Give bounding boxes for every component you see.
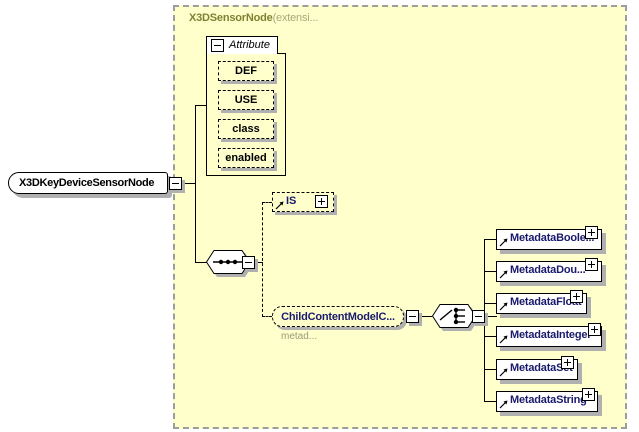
- connector-trunk-to-sequence: [195, 262, 207, 263]
- sequence-compositor-icon: [206, 250, 250, 274]
- connector-fan-stub-6: [484, 401, 496, 402]
- metadata-node-label: MetadataSet: [510, 362, 573, 374]
- attribute-item-body: USE: [218, 90, 274, 110]
- metadata-node-body: [496, 391, 598, 412]
- metadata-expander-plus-icon[interactable]: [570, 290, 583, 303]
- metadata-expander-plus-icon[interactable]: [561, 356, 574, 369]
- attribute-group-tab: [206, 36, 278, 54]
- connector-branch-to-ccm: [262, 316, 272, 317]
- child-content-model-node[interactable]: ChildContentModelC...: [272, 306, 407, 330]
- connector-fan-stub-4: [484, 336, 496, 337]
- metadata-node-label: MetadataString: [510, 394, 587, 406]
- extension-suffix: (extensi...: [272, 12, 319, 24]
- ccm-expander-minus-icon[interactable]: [406, 310, 419, 323]
- connector-branch-to-is: [262, 202, 272, 203]
- metadata-node-label: MetadataDou...: [510, 264, 586, 276]
- reference-arrow-icon: [499, 270, 508, 279]
- metadata-node-body: [496, 359, 578, 380]
- ccm-node-body: ChildContentModelC...: [272, 306, 404, 327]
- metadata-node-float[interactable]: MetadataFloat: [496, 290, 591, 318]
- attribute-group-expander-minus-icon[interactable]: [211, 39, 224, 52]
- attribute-item-def[interactable]: DEF: [218, 61, 277, 84]
- metadata-expander-plus-icon[interactable]: [588, 323, 601, 336]
- ccm-node-label: ChildContentModelC...: [281, 310, 395, 323]
- root-node-label: X3DKeyDeviceSensorNode: [19, 177, 155, 189]
- reference-arrow-icon: [499, 400, 508, 409]
- connector-choice-to-fan: [485, 316, 497, 317]
- metadata-node-double[interactable]: MetadataDou...: [496, 258, 606, 286]
- ccm-annotation-label: metad...: [281, 331, 318, 342]
- attribute-group-body-top-edge: [277, 53, 286, 54]
- metadata-node-body: [496, 293, 587, 314]
- metadata-node-body: [496, 326, 602, 347]
- connector-trunk-to-attribute: [195, 105, 206, 106]
- connector-root-to-trunk: [181, 183, 196, 184]
- metadata-node-body: [496, 229, 602, 250]
- attribute-item-body: enabled: [218, 148, 274, 168]
- metadata-node-string[interactable]: MetadataString: [496, 388, 602, 416]
- attribute-item-use[interactable]: USE: [218, 90, 277, 113]
- sequence-expander-minus-icon[interactable]: [242, 256, 255, 269]
- metadata-node-label: MetadataBoole...: [510, 232, 595, 244]
- metadata-node-body: [496, 261, 602, 282]
- connector-branch-dashed-vertical: [262, 202, 263, 317]
- reference-arrow-icon: [499, 238, 508, 247]
- is-expander-plus-icon[interactable]: [315, 195, 328, 208]
- metadata-expander-plus-icon[interactable]: [585, 226, 598, 239]
- attribute-item-label: class: [232, 123, 260, 135]
- is-node-label: IS: [286, 195, 297, 207]
- root-expander-minus-icon[interactable]: [169, 177, 182, 190]
- connector-sequence-to-branch: [255, 262, 263, 263]
- connector-fan-stub-3: [484, 303, 496, 304]
- attribute-item-class[interactable]: class: [218, 119, 277, 142]
- root-node-body: X3DKeyDeviceSensorNode: [8, 172, 168, 194]
- metadata-node-label: MetadataFloat: [510, 296, 582, 308]
- reference-arrow-icon: [275, 201, 284, 210]
- choice-expander-minus-icon[interactable]: [472, 310, 485, 323]
- attribute-item-label: enabled: [225, 152, 267, 164]
- metadata-node-set[interactable]: MetadataSet: [496, 356, 582, 384]
- attribute-item-body: DEF: [218, 61, 274, 81]
- root-element-node[interactable]: X3DKeyDeviceSensorNode: [8, 172, 172, 198]
- connector-ccm-to-choice: [418, 316, 432, 317]
- connector-trunk-vertical: [195, 105, 196, 262]
- attribute-item-body: class: [218, 119, 274, 139]
- reference-arrow-icon: [499, 368, 508, 377]
- extension-panel-title: X3DSensorNode(extensi...: [189, 12, 318, 24]
- metadata-node-label: MetadataInteger: [510, 329, 592, 341]
- choice-compositor-icon: [432, 304, 476, 328]
- metadata-expander-plus-icon[interactable]: [585, 258, 598, 271]
- metadata-expander-plus-icon[interactable]: [582, 388, 595, 401]
- attribute-item-label: DEF: [235, 65, 257, 77]
- connector-fan-stub-1: [484, 239, 496, 240]
- is-element-node[interactable]: IS: [272, 192, 337, 215]
- choice-compositor[interactable]: [432, 304, 479, 331]
- metadata-node-boolean[interactable]: MetadataBoole...: [496, 226, 606, 254]
- attribute-item-label: USE: [234, 94, 258, 106]
- metadata-node-integer[interactable]: MetadataInteger: [496, 323, 606, 351]
- reference-arrow-icon: [499, 335, 508, 344]
- reference-arrow-icon: [499, 302, 508, 311]
- attribute-group-label: Attribute: [229, 39, 270, 51]
- connector-fan-stub-2: [484, 271, 496, 272]
- attribute-item-enabled[interactable]: enabled: [218, 148, 277, 171]
- extension-base-type: X3DSensorNode: [189, 12, 273, 24]
- connector-fan-stub-5: [484, 369, 496, 370]
